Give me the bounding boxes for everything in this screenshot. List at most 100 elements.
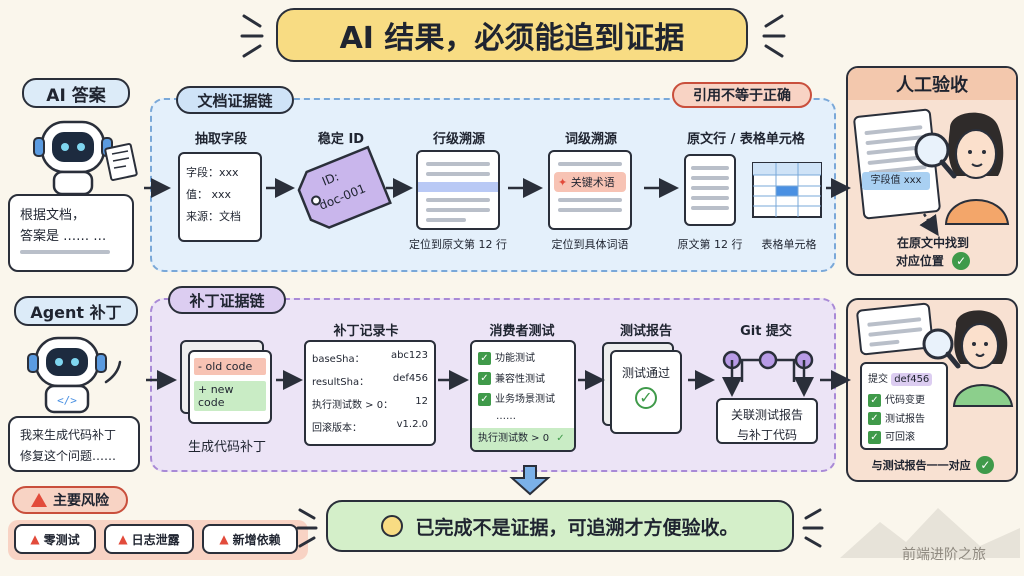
record-card-title: 补丁记录卡 [333, 324, 399, 339]
key-term-chip: ✦ 关键术语 [554, 172, 626, 192]
step-extract-title: 抽取字段 [194, 132, 247, 147]
conclusion-text: 已完成不是证据，可追溯才方便验收。 [415, 516, 739, 539]
risk-item-1: ▲ 日志泄露 [104, 524, 194, 554]
report-card: 测试通过 ✓ [610, 350, 682, 434]
person-magnifier-icon-top [914, 112, 1010, 225]
extract-row-source: 来源：文档 [186, 210, 241, 223]
person-magnifier-icon-bottom [922, 310, 1014, 407]
review-top-title-box: 人工验收 [848, 68, 1016, 100]
lightbulb-icon [381, 515, 404, 537]
id-tag-icon [297, 145, 392, 229]
field-value-chip: 字段值 xxx [862, 172, 930, 190]
commit-label: 提交 [868, 374, 888, 385]
warning-icon: ▲ [30, 532, 40, 546]
step-stable-id-title: 稳定 ID [317, 132, 365, 147]
check-icon: ✓ [556, 433, 565, 444]
record-card: baseSha：abc123 resultSha：def456 执行测试数 > … [304, 340, 436, 446]
review-top-caption-1: 在原文中找到 [896, 236, 969, 250]
ai-answer-text-1: 根据文档， [20, 208, 86, 223]
source-line-caption: 原文第 12 行 [677, 238, 743, 251]
ai-answer-badge: AI 答案 [22, 78, 130, 108]
step-line-trace-title: 行级溯源 [432, 132, 485, 147]
warning-badge: 引用不等于正确 [672, 82, 812, 108]
table-cell-icon [752, 162, 822, 218]
arrow-review-top-dash [919, 213, 939, 237]
risk-title: 主要风险 [53, 493, 109, 509]
risk-item-2: ▲ 新增依赖 [202, 524, 298, 554]
record-row-1: resultSha：def456 [312, 373, 428, 388]
commit-sha: def456 [891, 373, 933, 386]
patch-card: - old code + new code [188, 350, 272, 424]
svg-text:</>: </> [57, 394, 77, 407]
agent-patch-badge-label: Agent 补丁 [30, 303, 122, 322]
conclusion-box: 已完成不是证据，可追溯才方便验收。 [326, 500, 794, 552]
review-top-caption-2-row: 对应位置 ✓ [852, 252, 1014, 270]
consumer-item-2: ✓业务场景测试 [478, 390, 568, 406]
consumer-footer-text: 执行测试数 > 0 [478, 433, 550, 444]
report-text: 测试通过 [621, 366, 670, 380]
review-item-2: ✓可回滚 [868, 428, 940, 444]
review-bottom-list: 提交 def456 ✓代码变更 ✓测试报告 ✓可回滚 [860, 362, 948, 450]
check-circle-icon: ✓ [635, 387, 657, 409]
robot-icon-bottom: </> [27, 336, 122, 414]
doc-chain-label: 文档证据链 [176, 86, 294, 114]
review-top-caption-2: 对应位置 [895, 254, 944, 268]
page-title-box: AI 结果，必须能追到证据 [276, 8, 748, 62]
line-trace-caption: 定位到原文第 12 行 [409, 238, 507, 251]
watermark: 前端进阶之旅 [902, 547, 986, 563]
source-line-card [684, 154, 736, 226]
line-trace-card [416, 150, 500, 230]
agent-patch-bubble: 我来生成代码补丁 修复这个问题…… [8, 416, 140, 472]
commit-row: 提交 def456 [868, 370, 940, 386]
consumer-test-title: 消费者测试 [489, 324, 555, 339]
git-title: Git 提交 [740, 324, 792, 339]
consumer-item-1: ✓兼容性测试 [478, 370, 568, 385]
extract-card: 字段：xxx 值： xxx 来源：文档 [178, 152, 262, 242]
key-term-text: 关键术语 [570, 176, 615, 189]
warning-icon: ▲ [118, 532, 128, 546]
record-row-3: 回滚版本：v1.2.0 [312, 419, 428, 434]
record-row-2: 执行测试数 > 0：12 [312, 396, 428, 411]
table-cell-caption: 表格单元格 [761, 238, 817, 251]
step-source-title: 原文行 / 表格单元格 [687, 132, 805, 147]
patch-chain-label: 补丁证据链 [168, 286, 286, 314]
ai-answer-badge-label: AI 答案 [46, 85, 106, 106]
word-trace-card: ✦ 关键术语 [548, 150, 632, 230]
field-value-text: 字段值 xxx [870, 175, 922, 186]
extract-row-value: 值： xxx [186, 188, 232, 201]
consumer-footer: 执行测试数 > 0 ✓ [472, 428, 574, 450]
git-link-card: 关联测试报告 与补丁代码 [716, 398, 818, 444]
risk-title-badge: 主要风险 [12, 486, 128, 514]
agent-patch-badge: Agent 补丁 [14, 296, 138, 326]
conclusion-sparkles-left [296, 508, 318, 548]
review-top-title: 人工验收 [896, 75, 968, 96]
mountain-decoration [840, 508, 1020, 558]
conclusion-sparkles-right [802, 508, 824, 548]
robot-icon-top [33, 120, 138, 196]
title-sparkles-right [762, 14, 786, 58]
risk-item-0: ▲ 零测试 [14, 524, 96, 554]
title-sparkles-left [240, 14, 264, 58]
patch-chain-label-text: 补丁证据链 [189, 291, 265, 310]
down-arrow-icon [509, 465, 551, 496]
old-code-line: - old code [194, 358, 266, 375]
check-circle-icon: ✓ [976, 456, 995, 474]
git-link-line2: 与补丁代码 [736, 428, 797, 442]
page-title: AI 结果，必须能追到证据 [339, 21, 685, 56]
consumer-item-0: ✓功能测试 [478, 349, 568, 365]
review-item-0: ✓代码变更 [868, 391, 940, 407]
warning-icon: ▲ [219, 532, 229, 546]
ai-answer-bubble: 根据文档， 答案是 …… … [8, 194, 134, 272]
step-word-trace-title: 词级溯源 [564, 132, 617, 147]
check-circle-icon: ✓ [952, 252, 971, 270]
git-link-line1: 关联测试报告 [730, 408, 803, 422]
agent-patch-text-2: 修复这个问题…… [20, 449, 117, 463]
agent-patch-text-1: 我来生成代码补丁 [20, 428, 117, 442]
extract-row-field: 字段：xxx [186, 166, 239, 179]
review-bottom-caption-row: 与测试报告一一对应 ✓ [850, 456, 1016, 474]
warning-icon [31, 493, 47, 507]
record-row-0: baseSha：abc123 [312, 350, 428, 365]
sparkle-icon: ✦ [558, 176, 568, 189]
doc-chain-label-text: 文档证据链 [197, 91, 273, 110]
